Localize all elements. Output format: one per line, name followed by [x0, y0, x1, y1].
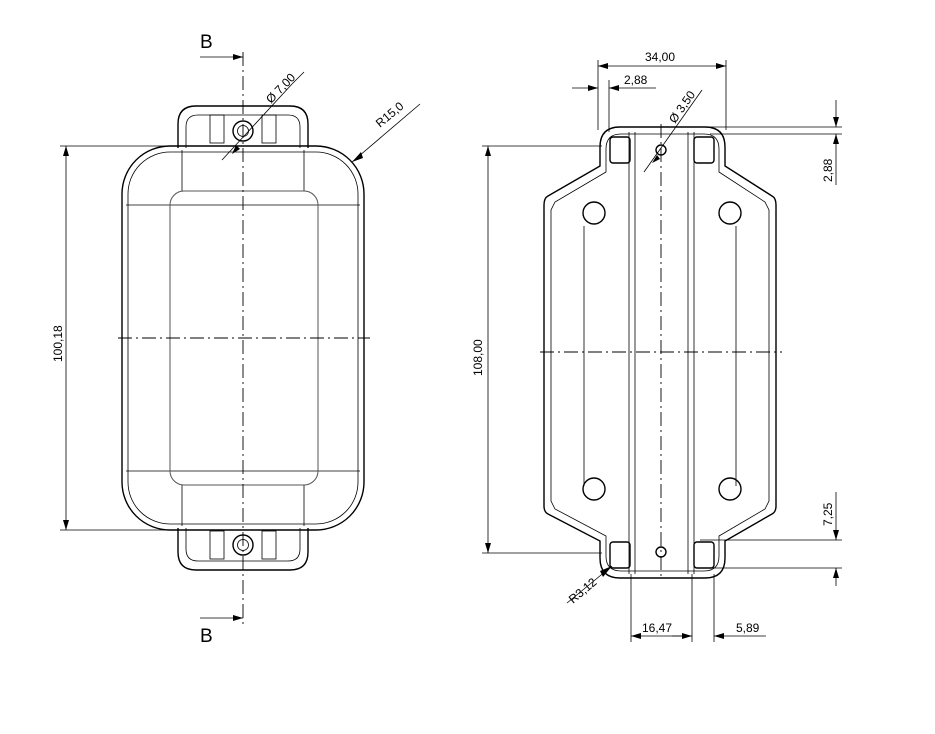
- bottom-right-label: 5,89: [736, 621, 760, 635]
- left-view-labels: B B Ø 7,00 R15,0 100,18: [51, 32, 407, 647]
- left-view: [60, 52, 421, 625]
- right-view: [482, 60, 842, 642]
- bottom-center-label: 16,47: [642, 621, 672, 635]
- section-label-top: B: [200, 32, 213, 53]
- right-width-label: 34,00: [645, 50, 675, 64]
- right-radius-label: R3,12: [566, 575, 600, 607]
- left-diameter-label: Ø 7,00: [263, 70, 298, 106]
- left-height-label: 100,18: [51, 325, 65, 362]
- left-radius-label: R15,0: [373, 99, 407, 131]
- right-top-label: 2,88: [821, 158, 835, 182]
- right-view-labels: 34,00 2,88 Ø 3,50 108,00 2,88 7,25 R3,12…: [471, 50, 835, 635]
- right-offset-top-label: 2,88: [624, 73, 648, 87]
- section-label-bottom: B: [200, 626, 213, 647]
- right-bottom-label: 7,25: [821, 502, 835, 526]
- right-height-label: 108,00: [471, 339, 485, 376]
- right-diameter-label: Ø 3,50: [666, 88, 698, 126]
